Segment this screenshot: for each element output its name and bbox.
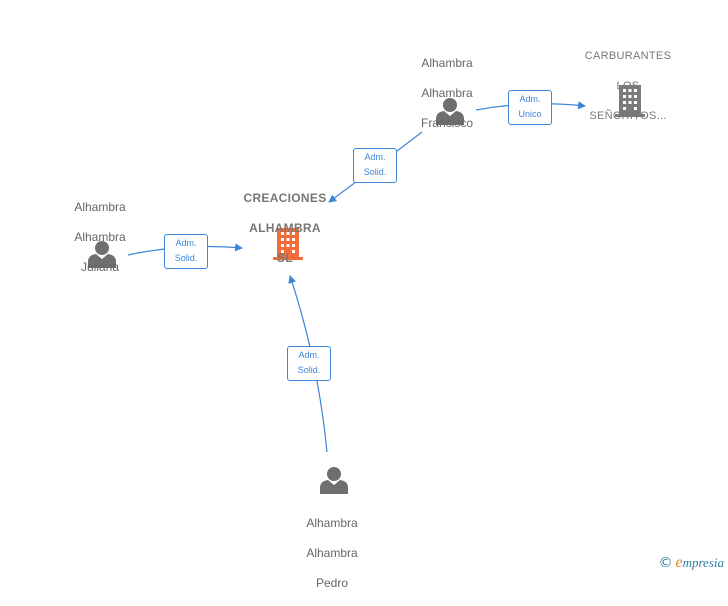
person-icon[interactable] <box>436 98 464 125</box>
brand-footer[interactable]: ©empresia <box>658 554 724 572</box>
label-line: Alhambra <box>421 86 473 100</box>
label-line: Pedro <box>315 576 349 590</box>
person-icon[interactable] <box>88 241 116 268</box>
person-label-juliana[interactable]: Alhambra Alhambra Juliana <box>60 185 140 290</box>
brand-logo-initial: e <box>675 554 683 571</box>
label-line: SEÑORITOS... <box>589 110 667 122</box>
edge-label-type: Solid. <box>297 365 321 375</box>
edge-label-type: Solid. <box>363 167 387 177</box>
copyright-icon: © <box>658 555 673 571</box>
person-label-pedro[interactable]: Alhambra Alhambra Pedro <box>292 501 372 606</box>
label-line: ALHAMBRA <box>249 221 321 235</box>
relationship-graph <box>88 85 645 494</box>
label-line: Alhambra <box>74 230 126 244</box>
brand-logo-text: mpresia <box>682 555 724 570</box>
edge-label-juliana[interactable]: Adm. Solid. <box>164 234 208 269</box>
edge-label-type: Solid. <box>174 253 198 263</box>
edge-label-role: Adm. <box>364 152 386 162</box>
label-line: Alhambra <box>306 546 358 560</box>
edge-label-pedro[interactable]: Adm. Solid. <box>287 346 331 381</box>
label-line: Juliana <box>80 260 120 274</box>
edge-label-francisco[interactable]: Adm. Solid. <box>353 148 397 183</box>
building-icon[interactable] <box>273 228 303 260</box>
label-line: LOS <box>616 80 640 92</box>
edge-label-type: Unico <box>518 109 542 119</box>
edge-label-role: Adm. <box>519 94 541 104</box>
company-label-center[interactable]: CREACIONES ALHAMBRA SL <box>236 176 334 281</box>
edge-label-carburantes[interactable]: Adm. Unico <box>508 90 552 125</box>
company-label-carburantes[interactable]: CARBURANTES LOS SEÑORITOS... <box>575 34 681 139</box>
label-line: Alhambra <box>421 56 473 70</box>
label-line: Francisco <box>420 116 473 130</box>
label-line: Alhambra <box>74 200 126 214</box>
building-icon[interactable] <box>615 85 645 117</box>
person-label-francisco[interactable]: Alhambra Alhambra Francisco <box>407 41 487 146</box>
label-line: SL <box>277 251 293 265</box>
person-icon[interactable] <box>320 467 348 494</box>
label-line: CREACIONES <box>243 191 327 205</box>
label-line: CARBURANTES <box>584 50 672 62</box>
label-line: Alhambra <box>306 516 358 530</box>
edge-label-role: Adm. <box>175 238 197 248</box>
edge-label-role: Adm. <box>298 350 320 360</box>
